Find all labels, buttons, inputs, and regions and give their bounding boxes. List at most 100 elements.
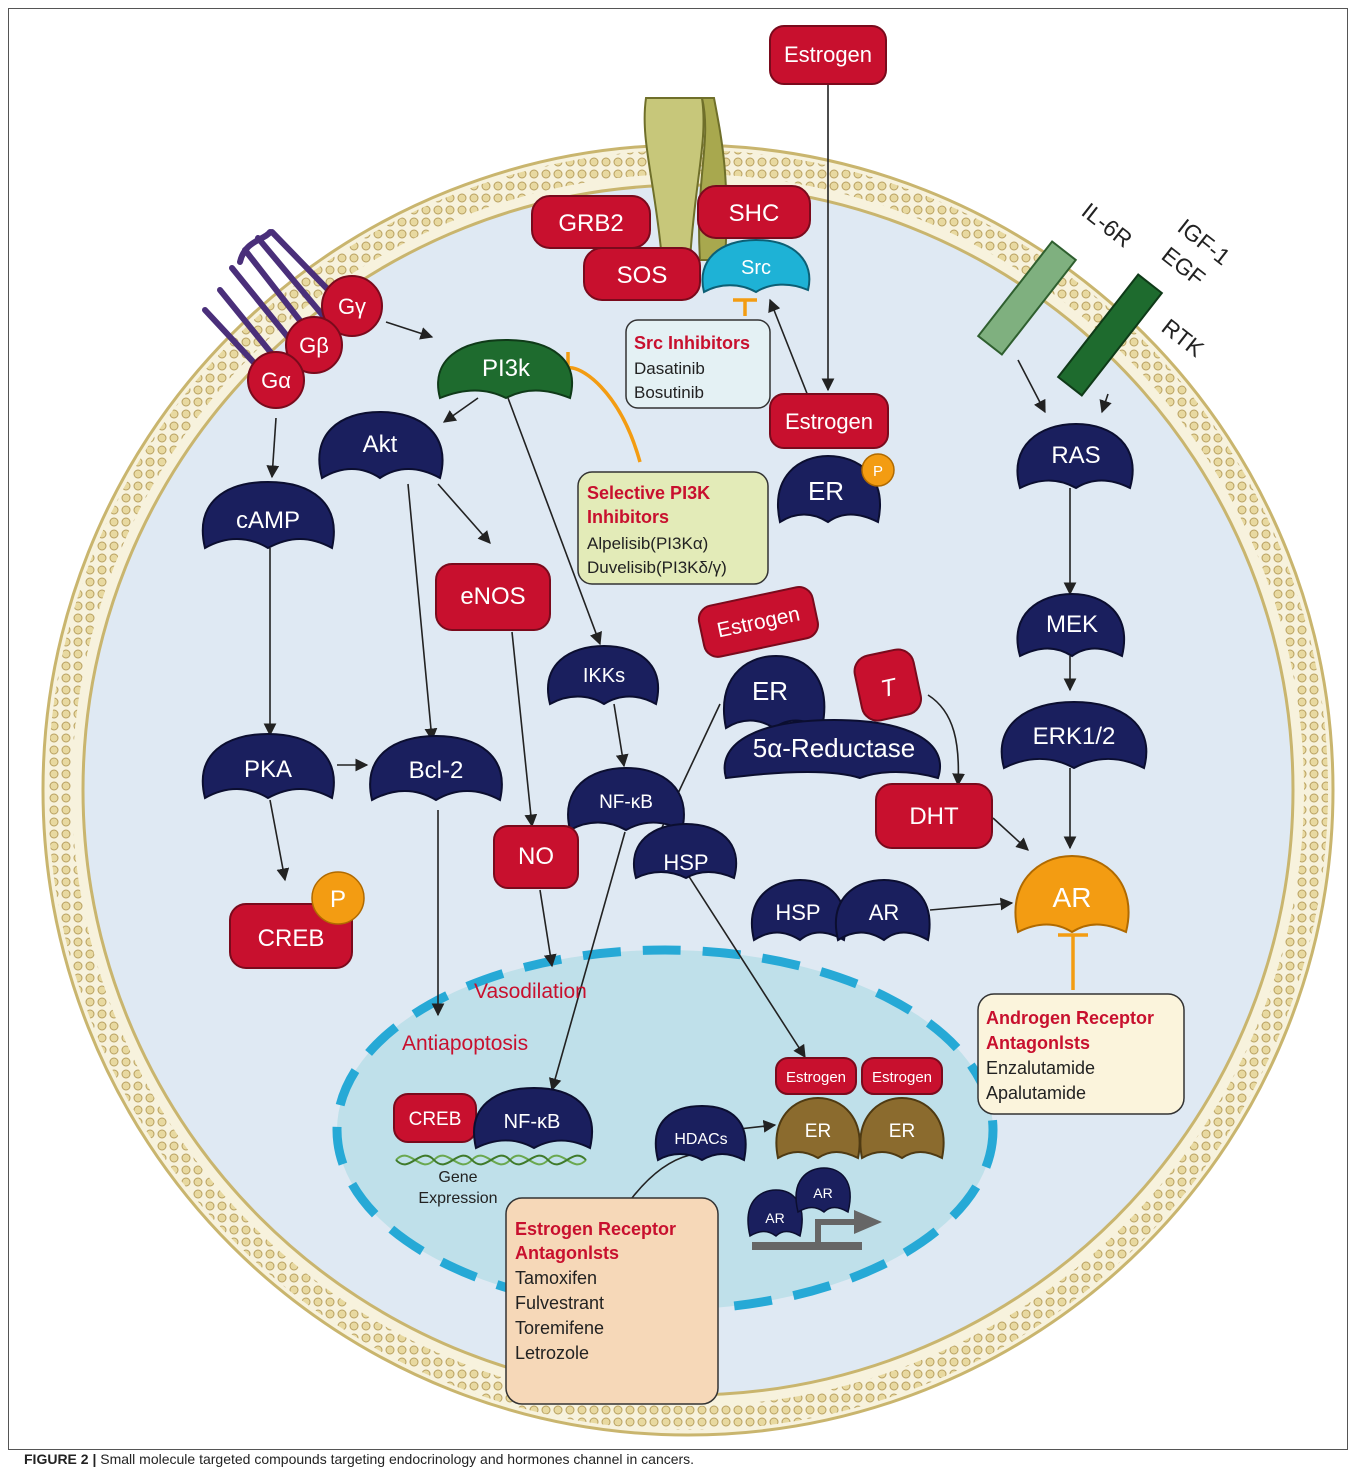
src-node: Src: [701, 238, 811, 294]
figure-caption-text: Small molecule targeted compounds target…: [100, 1451, 695, 1467]
src-drug-2: Bosutinib: [634, 383, 704, 402]
er-antagonist-title-1: Estrogen Receptor: [515, 1219, 676, 1239]
transcription-promoter: [752, 1210, 882, 1250]
ar-antagonist-box: Androgen Receptor Antagonlsts Enzalutami…: [977, 993, 1185, 1115]
hsp-node: HSP: [633, 822, 738, 880]
g-alpha-label: Gα: [261, 368, 291, 393]
grb2-label: GRB2: [558, 210, 623, 237]
nuclear-creb-label: CREB: [409, 1109, 462, 1130]
ar-drug-2: Apalutamide: [986, 1083, 1086, 1103]
il6r-label: IL-6R: [1077, 197, 1137, 252]
er-reductase-node: ER: [723, 654, 826, 730]
src-inhibitor-box: Src Inhibitors Dasatinib Bosutinib: [625, 319, 771, 409]
rtk-receptor: [1056, 273, 1164, 397]
pka-node: PKA: [201, 732, 335, 800]
ar-complex-label: AR: [869, 900, 900, 925]
nuclear-creb-node: CREB: [393, 1093, 477, 1143]
nuclear-ar-2-node: AR: [795, 1167, 851, 1214]
nuclear-nfkb-node: NF-κB: [473, 1086, 593, 1150]
er-phospho-badge: P: [861, 453, 895, 487]
dht-node: DHT: [875, 783, 993, 849]
erk-label: ERK1/2: [1033, 723, 1116, 750]
ar-complex-node: AR: [835, 878, 931, 942]
nuclear-er-1-label: ER: [805, 1121, 831, 1142]
vasodilation-label: Vasodilation: [474, 980, 587, 1003]
figure-frame: [8, 8, 1348, 1450]
shc-label: SHC: [729, 200, 780, 227]
ar-drug-1: Enzalutamide: [986, 1058, 1095, 1078]
src-drug-1: Dasatinib: [634, 359, 705, 378]
hsp-label: HSP: [663, 850, 708, 875]
pi3k-inhibitor-title-2: Inhibitors: [587, 507, 669, 527]
no-node: NO: [493, 825, 579, 889]
mek-label: MEK: [1046, 611, 1098, 638]
er-mid-node: ER: [777, 454, 881, 524]
expression-label: Expression: [418, 1190, 497, 1207]
il6r-receptor: [976, 240, 1078, 356]
creb-node: CREB: [229, 903, 353, 969]
nuclear-estrogen-2-label: Estrogen: [872, 1069, 932, 1086]
figure-caption-label: FIGURE 2 |: [24, 1451, 97, 1467]
er-antagonist-box: Estrogen Receptor Antagonlsts Tamoxifen …: [505, 1197, 719, 1405]
hdacs-label: HDACs: [674, 1131, 727, 1148]
er-drug-4: Letrozole: [515, 1343, 589, 1363]
er-mid-label: ER: [808, 476, 844, 506]
pi3k-drug-1: Alpelisib(PI3Kα): [587, 534, 708, 553]
pi3k-node: PI3k: [437, 338, 573, 400]
pi3k-label: PI3k: [482, 355, 531, 382]
shc-node: SHC: [697, 185, 811, 239]
sos-node: SOS: [583, 247, 701, 301]
dht-label: DHT: [909, 803, 959, 830]
nuclear-er-2-node: ER: [859, 1096, 945, 1160]
figure-caption: FIGURE 2 | Small molecule targeted compo…: [24, 1451, 694, 1467]
camp-label: cAMP: [236, 507, 300, 534]
nuclear-ar-2-label: AR: [813, 1185, 832, 1201]
akt-label: Akt: [363, 431, 398, 458]
ar-node: AR: [1014, 854, 1130, 934]
g-gamma-label: Gγ: [338, 294, 366, 319]
estrogen-top-node: Estrogen: [769, 25, 887, 85]
mek-node: MEK: [1016, 592, 1125, 658]
er-drug-1: Tamoxifen: [515, 1268, 597, 1288]
g-beta-node: Gβ: [285, 316, 343, 374]
pka-label: PKA: [244, 756, 292, 783]
nuclear-estrogen-1-node: Estrogen: [775, 1057, 857, 1095]
pi3k-inhibitor-title-1: Selective PI3K: [587, 483, 710, 503]
er-reductase-label: ER: [752, 676, 788, 706]
src-inhibitor-title: Src Inhibitors: [634, 333, 750, 353]
pi3k-drug-2: Duvelisib(PI3Kδ/γ): [587, 558, 727, 577]
antiapoptosis-label: Antiapoptosis: [402, 1032, 528, 1055]
estrogen-top-label: Estrogen: [784, 42, 872, 67]
nuclear-nfkb-label: NF-κB: [504, 1111, 561, 1133]
er-phospho-label: P: [873, 463, 883, 480]
er-drug-3: Toremifene: [515, 1318, 604, 1338]
ar-label: AR: [1053, 882, 1092, 913]
ar-antagonist-title-2: Antagonlsts: [986, 1033, 1090, 1053]
reductase-label: 5α-Reductase: [753, 733, 915, 763]
nfkb-label: NF-κB: [599, 792, 653, 813]
hdacs-node: HDACs: [655, 1104, 747, 1162]
creb-phospho-label: P: [330, 886, 346, 913]
nuclear-ar-1-node: AR: [747, 1189, 803, 1238]
enos-label: eNOS: [460, 583, 525, 610]
bcl2-node: Bcl-2: [369, 734, 503, 802]
g-beta-label: Gβ: [299, 333, 329, 358]
hsp-complex-label: HSP: [775, 900, 820, 925]
ikks-label: IKKs: [583, 665, 625, 687]
sos-label: SOS: [617, 262, 668, 289]
ikks-node: IKKs: [547, 644, 659, 706]
src-label: Src: [741, 257, 771, 279]
grb2-node: GRB2: [531, 195, 651, 249]
reductase-node: 5α-Reductase: [723, 718, 941, 780]
g-alpha-node: Gα: [247, 351, 305, 409]
akt-node: Akt: [318, 410, 444, 480]
nuclear-er-2-label: ER: [889, 1121, 915, 1142]
er-drug-2: Fulvestrant: [515, 1293, 604, 1313]
hsp-complex-node: HSP: [751, 878, 847, 942]
dna-helix: [395, 1154, 587, 1166]
inhibition-lines: [566, 298, 1088, 990]
ras-label: RAS: [1051, 442, 1100, 469]
creb-label: CREB: [258, 925, 325, 952]
pathway-arrows: [263, 84, 1112, 1199]
